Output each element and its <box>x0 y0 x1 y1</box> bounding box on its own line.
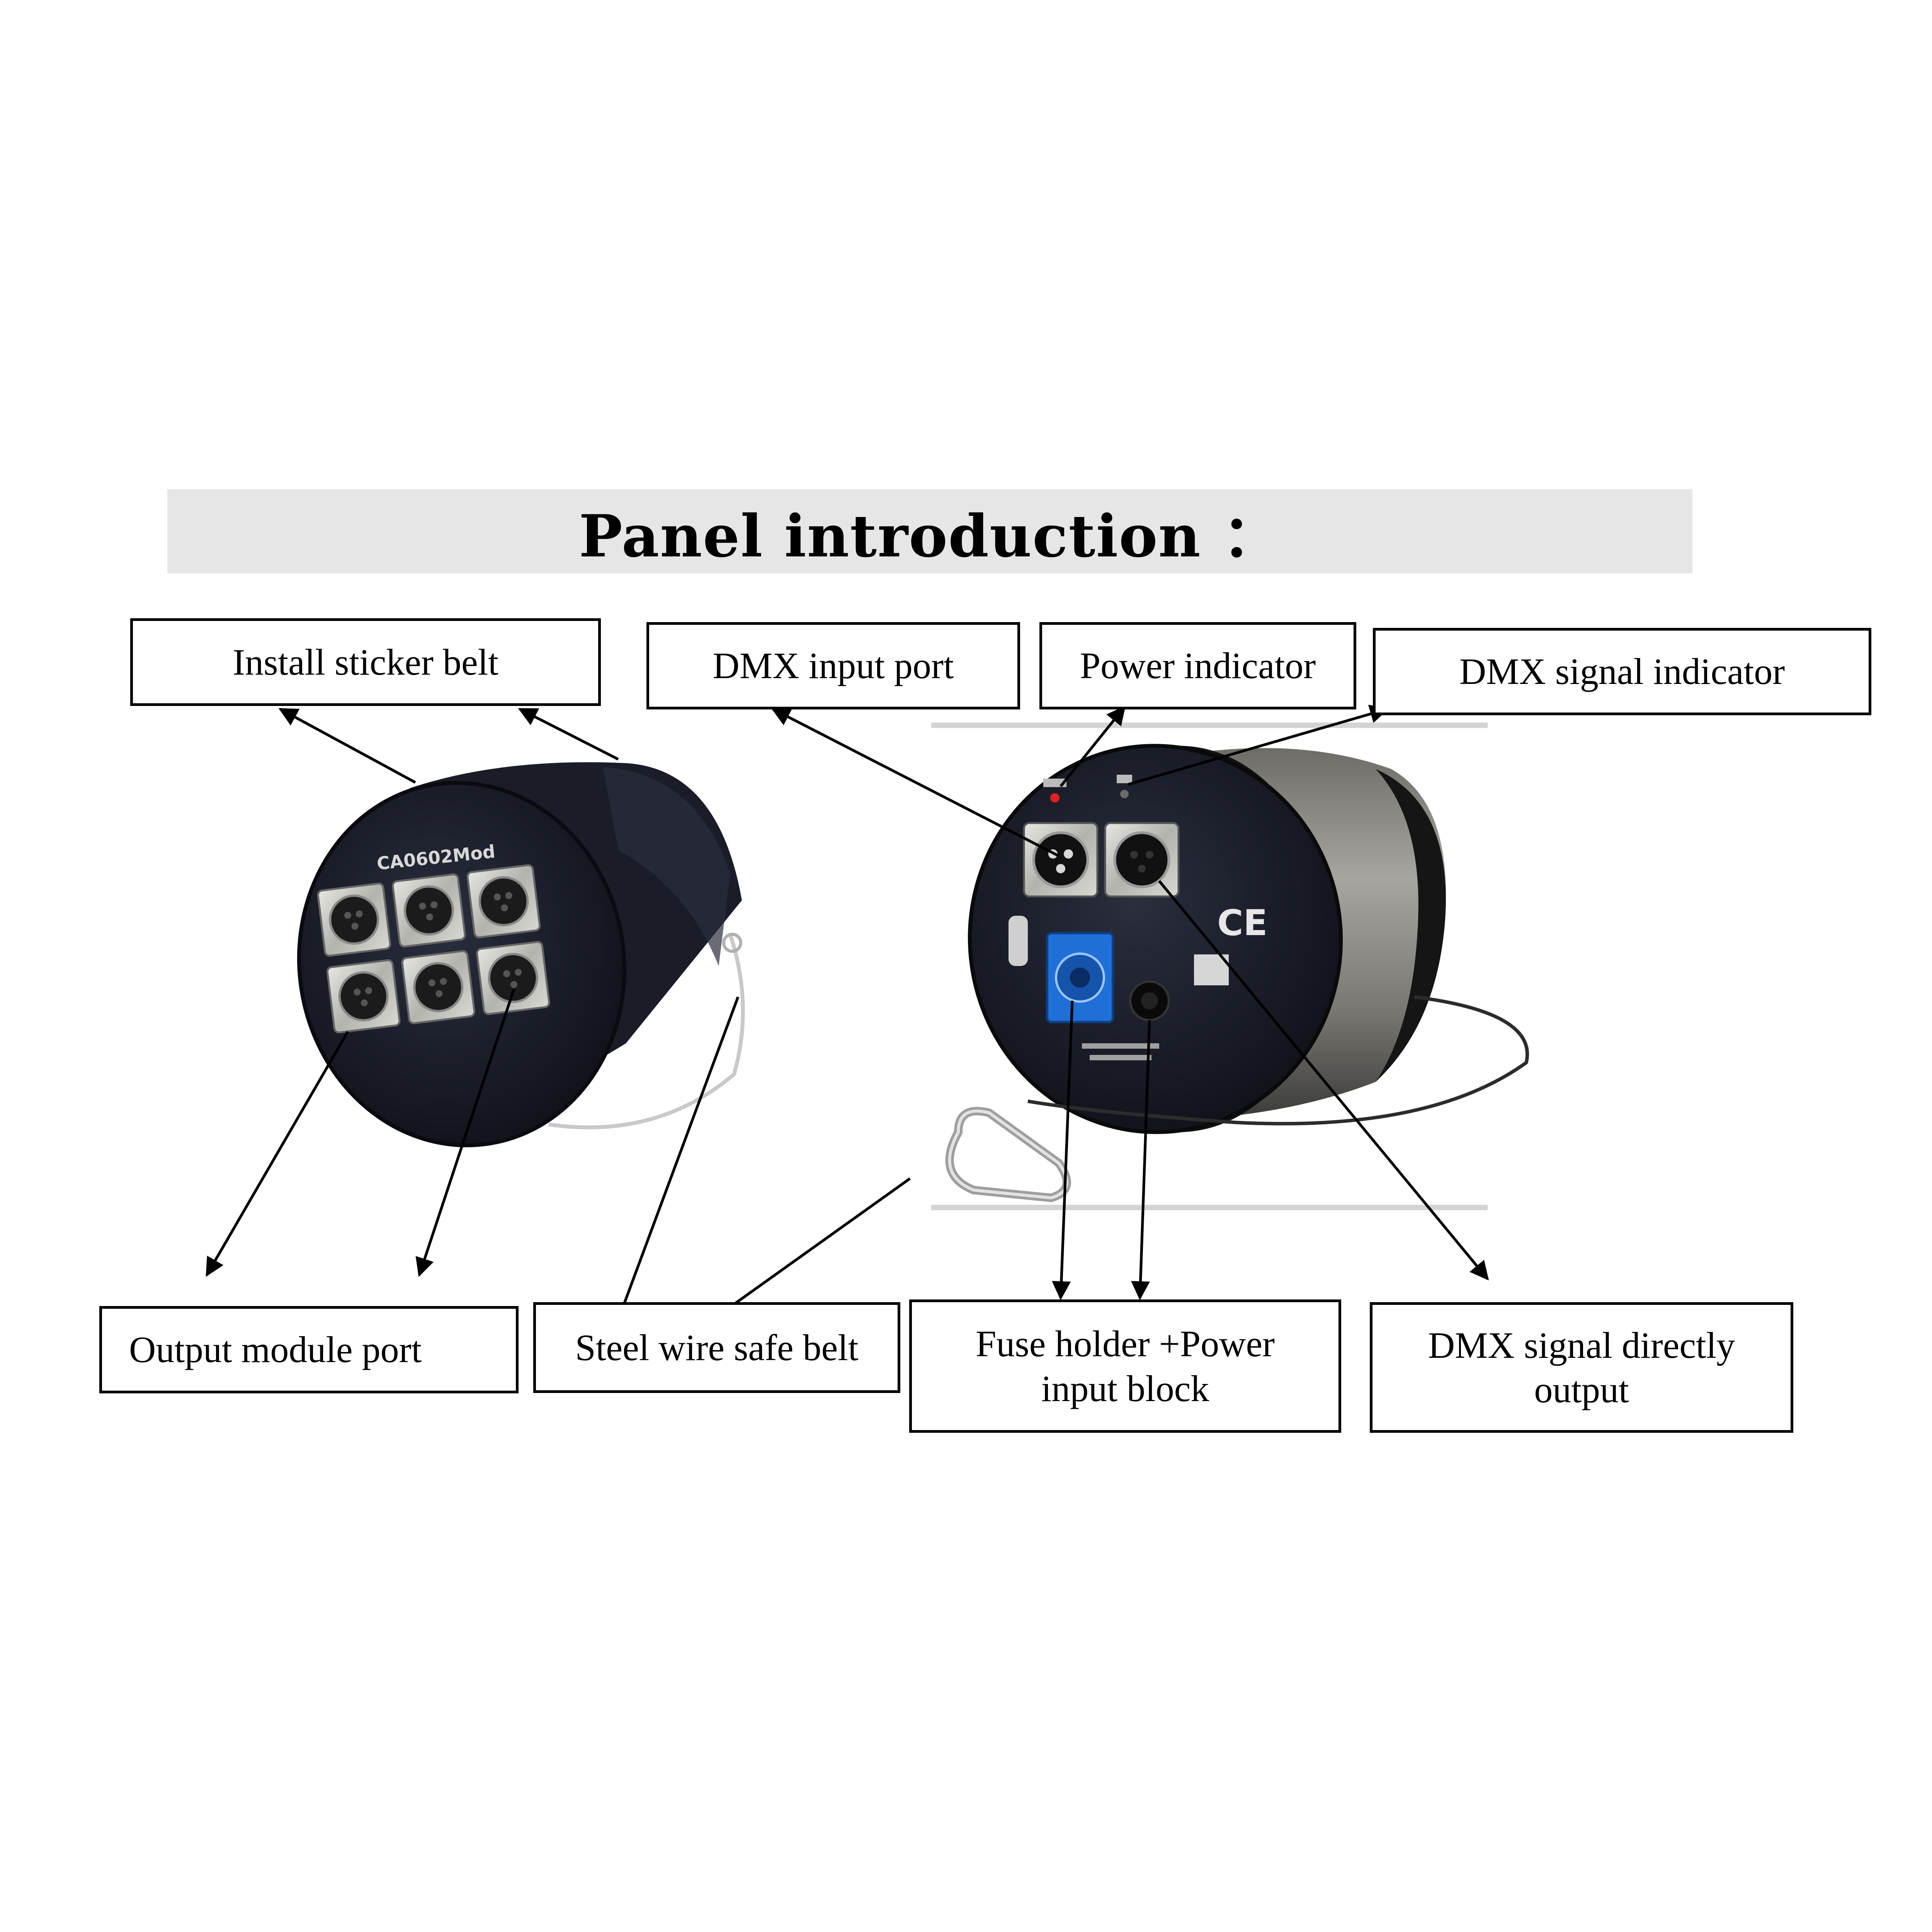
xlr-port-3 <box>466 864 541 939</box>
arrow-power-indicator <box>1060 706 1126 787</box>
arrow-output-port-2 <box>415 988 515 1277</box>
left-steel-wire <box>548 934 745 1129</box>
dmx-input-connector <box>1023 822 1099 898</box>
arrow-dmx-input <box>771 707 1060 857</box>
label-steel-wire-safe-belt: Steel wire safe belt <box>533 1302 900 1393</box>
output-module-ports <box>317 864 550 1034</box>
ce-mark: CE <box>1217 902 1267 944</box>
label-fuse-holder-power-input: Fuse holder +Power input block <box>909 1299 1341 1433</box>
power-indicator-led <box>1050 793 1060 803</box>
arrow-power-block <box>1052 1000 1074 1300</box>
left-device: CA0602Mod <box>297 762 745 1148</box>
dmx-output-connector <box>1104 822 1180 898</box>
arrow-steel-wire-right <box>733 1177 911 1305</box>
right-steel-wire <box>1027 995 1529 1126</box>
label-dmx-signal-directly-output: DMX signal directly output <box>1370 1302 1793 1433</box>
page-title: Panel introduction ： <box>579 502 1281 570</box>
xlr-port-5 <box>401 950 476 1024</box>
arrow-dmx-direct-output <box>1158 880 1489 1281</box>
power-input-block <box>1046 932 1114 1023</box>
carabiner <box>945 1107 1071 1202</box>
label-dmx-direct-output-line-2: output <box>1534 1369 1629 1410</box>
label-dmx-input-port-text: DMX input port <box>713 645 954 687</box>
arrow-steel-wire-left <box>622 996 740 1305</box>
arrow-dmx-signal-indicator <box>1128 704 1389 786</box>
title-bar: Panel introduction ： <box>167 489 1692 573</box>
fuse-holder <box>1129 980 1170 1021</box>
xlr-port-6 <box>476 941 550 1015</box>
arrow-fuse-holder <box>1131 1020 1151 1300</box>
label-dmx-signal-indicator-text: DMX signal indicator <box>1459 651 1785 692</box>
label-dmx-signal-indicator: DMX signal indicator <box>1373 628 1871 715</box>
arrow-sticker-belt-2 <box>518 707 619 761</box>
label-steel-wire-safe-belt-text: Steel wire safe belt <box>575 1327 859 1368</box>
xlr-port-2 <box>392 873 466 948</box>
xlr-port-4 <box>326 959 401 1034</box>
label-power-indicator-text: Power indicator <box>1080 645 1316 687</box>
label-install-sticker-belt-text: Install sticker belt <box>233 641 498 683</box>
label-fuse-holder-line-1: Fuse holder +Power <box>975 1323 1275 1365</box>
label-output-module-port-text: Output module port <box>129 1329 422 1371</box>
arrow-sticker-belt-1 <box>278 707 416 784</box>
right-device: CE <box>931 723 1529 1210</box>
label-fuse-holder-line-2: input block <box>1041 1367 1209 1409</box>
label-dmx-direct-output-line-1: DMX signal directly <box>1428 1324 1735 1366</box>
callout-arrows <box>205 704 1489 1305</box>
label-dmx-input-port: DMX input port <box>646 622 1020 709</box>
arrow-output-port-1 <box>205 1031 349 1277</box>
label-output-module-port: Output module port <box>99 1306 519 1393</box>
label-power-indicator: Power indicator <box>1039 622 1356 709</box>
dmx-signal-indicator-led <box>1120 790 1129 798</box>
xlr-port-1 <box>317 883 391 957</box>
label-install-sticker-belt: Install sticker belt <box>130 618 601 706</box>
